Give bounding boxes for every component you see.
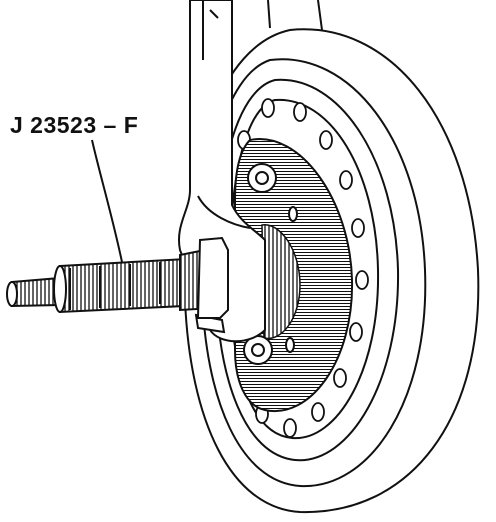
- forcing-screw: [6, 236, 229, 319]
- support-lines: [267, 0, 323, 31]
- tool-callout-label: J 23523 – F: [10, 112, 139, 138]
- leader-line: [91, 139, 123, 263]
- rim-holes: [237, 98, 369, 438]
- bolts: [243, 163, 298, 365]
